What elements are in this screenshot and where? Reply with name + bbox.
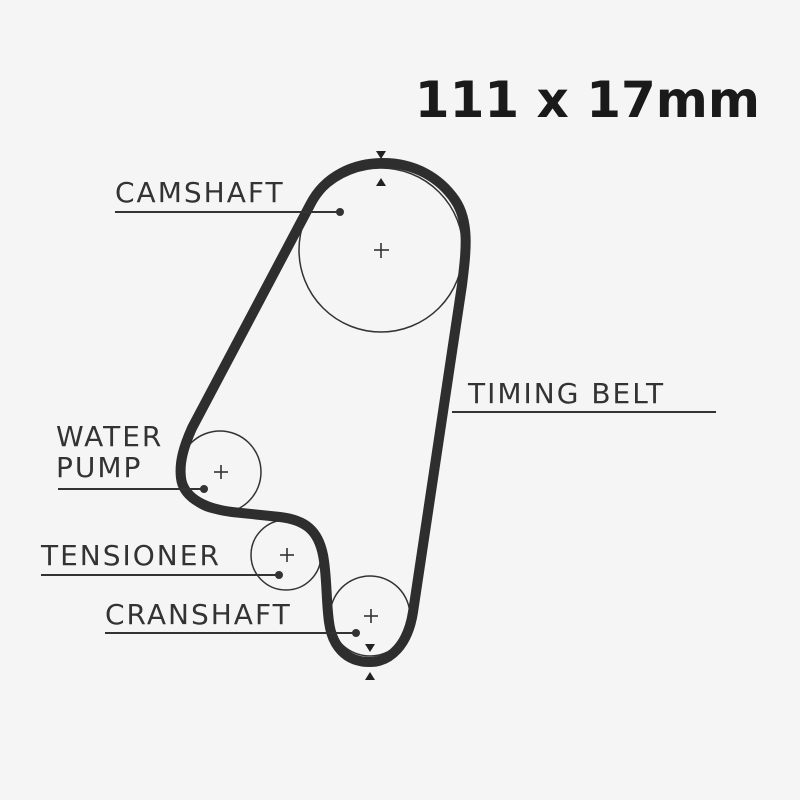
cranshaft-inner-triangle-marker-icon (365, 644, 375, 652)
belt-size-title: 111 x 17mm (415, 71, 760, 129)
camshaft-leader-dot (336, 208, 344, 216)
cranshaft-center-plus-icon (364, 609, 378, 623)
tensioner-center-plus-icon (280, 548, 294, 562)
water-pump-label-line2: PUMP (56, 451, 142, 484)
cranshaft-bottom-triangle-marker-icon (365, 672, 375, 680)
camshaft-inner-triangle-marker-icon (376, 178, 386, 186)
cranshaft-label: CRANSHAFT (105, 598, 292, 631)
camshaft-label: CAMSHAFT (115, 176, 285, 209)
timing-belt-label: TIMING BELT (467, 377, 665, 410)
water-pump-center-plus-icon (214, 465, 228, 479)
cranshaft-leader-dot (352, 629, 360, 637)
camshaft-center-plus-icon (374, 243, 389, 258)
water-pump-leader-dot (200, 485, 208, 493)
tensioner-label: TENSIONER (40, 539, 221, 572)
camshaft-top-triangle-marker-icon (376, 151, 386, 159)
timing-belt-loop (175, 158, 471, 667)
tensioner-leader-dot (275, 571, 283, 579)
water-pump-label-line1: WATER (56, 420, 163, 453)
